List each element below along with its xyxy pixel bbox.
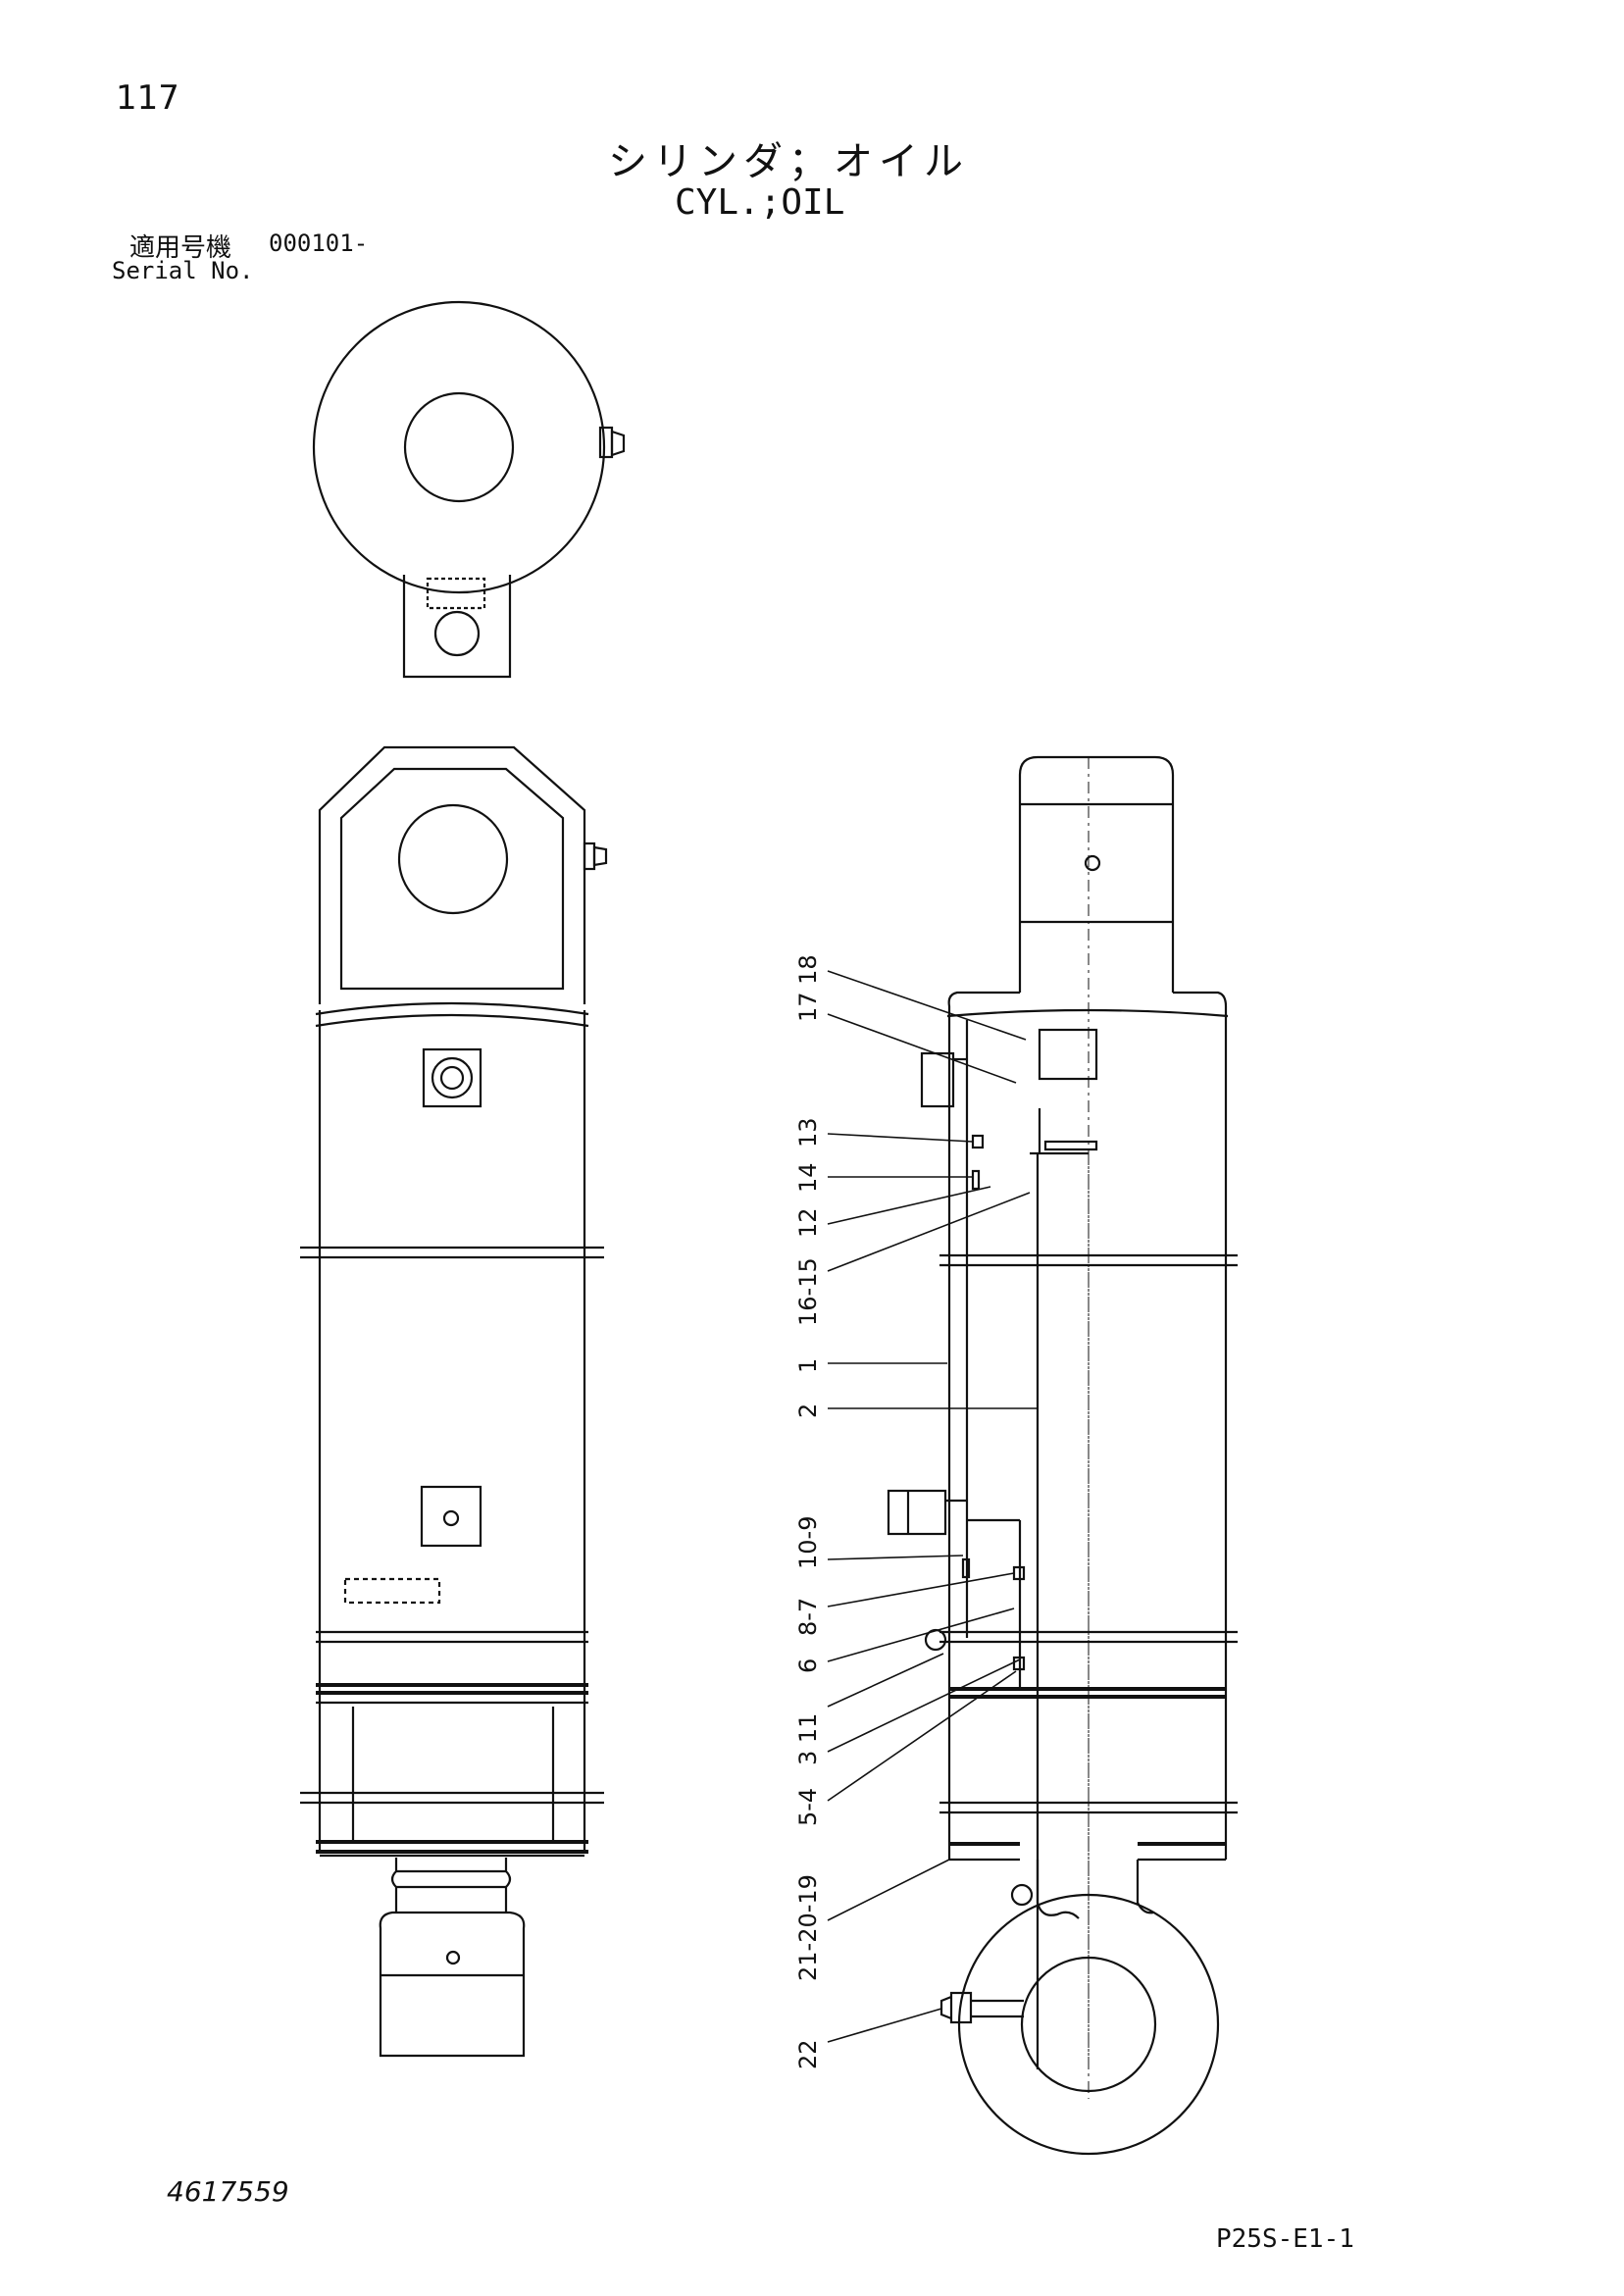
section-rod-nut xyxy=(1010,1883,1034,1907)
callout-17-18: 17 18 xyxy=(794,954,822,1022)
section-piston-ring xyxy=(1043,1140,1098,1151)
end-view-fitting xyxy=(610,430,626,457)
leader-21-20-19 xyxy=(827,1859,950,1921)
end-view-outer-circle xyxy=(312,300,606,594)
callout-labels: 17 18 13 14 12 16-15 1 2 10-9 8-7 6 3 11… xyxy=(794,954,822,2069)
leader-5-4 xyxy=(827,1670,1017,1802)
side-collar-bottom xyxy=(315,1013,589,1028)
section-lower-port xyxy=(887,1489,947,1536)
section-rod-eye-fitting xyxy=(939,1995,952,2020)
serial-label-english: Serial No. xyxy=(112,257,254,284)
section-shoulder-left xyxy=(947,991,1020,1805)
serial-value: 000101- xyxy=(269,230,369,257)
side-upper-port-ring xyxy=(431,1056,474,1099)
section-view xyxy=(887,755,1238,2156)
side-nameplate xyxy=(343,1577,441,1605)
leader-10-9 xyxy=(827,1555,964,1560)
leader-16-15 xyxy=(827,1192,1031,1272)
side-head-fitting xyxy=(592,845,608,867)
callout-1: 1 xyxy=(794,1358,822,1373)
leader-17-18-b xyxy=(827,1013,1017,1084)
callout-16-15: 16-15 xyxy=(794,1257,822,1326)
side-rod-eye-fitting xyxy=(445,1950,461,1965)
side-lower-port xyxy=(420,1485,482,1548)
section-head-top xyxy=(1018,755,1175,993)
side-head-inner xyxy=(339,767,565,991)
end-view-lug xyxy=(402,575,512,679)
callout-leaders xyxy=(827,970,1038,2043)
leader-3-11 xyxy=(827,1653,944,1708)
section-seal-10-9 xyxy=(961,1557,971,1579)
side-rod-neck-right xyxy=(504,1858,512,1913)
serial-label-japanese: 適用号機 xyxy=(129,233,232,263)
page-number: 117 xyxy=(116,78,179,118)
callout-8-7: 8-7 xyxy=(794,1598,822,1636)
callout-10-9: 10-9 xyxy=(794,1516,822,1569)
callout-3-11: 3 11 xyxy=(794,1713,822,1765)
end-view-lug-pin xyxy=(433,610,481,657)
side-upper-port-hole xyxy=(439,1065,465,1091)
sheet-code: P25S-E1-1 xyxy=(1216,2224,1354,2254)
section-rod-neck-right xyxy=(1136,1860,1154,1914)
section-shoulder-right xyxy=(1173,991,1228,1805)
leader-22 xyxy=(827,2008,942,2043)
title-japanese: シリンダ；オイル xyxy=(608,139,969,184)
part-number: 4617559 xyxy=(167,2175,289,2208)
leader-3-11-b xyxy=(827,1658,1021,1753)
section-seal-13 xyxy=(971,1134,985,1149)
side-rod-neck-left xyxy=(390,1858,398,1913)
callout-5-4: 5-4 xyxy=(794,1788,822,1826)
leader-6 xyxy=(827,1607,1015,1662)
callout-22: 22 xyxy=(794,2039,822,2069)
callout-12: 12 xyxy=(794,1207,822,1238)
side-view xyxy=(300,745,608,2058)
section-rod-eye-bore xyxy=(1020,1956,1157,2093)
callout-21-20-19: 21-20-19 xyxy=(794,1874,822,1981)
side-head-fitting-base xyxy=(583,842,596,871)
section-seal-5-4 xyxy=(1012,1656,1026,1671)
leader-13 xyxy=(827,1133,974,1143)
section-collar xyxy=(946,1008,1229,1018)
side-head-pin-hole xyxy=(397,803,509,915)
side-lower-port-hole xyxy=(442,1509,460,1527)
end-view xyxy=(312,300,626,679)
side-head-outline xyxy=(318,745,586,1004)
callout-2: 2 xyxy=(794,1403,822,1418)
end-view-fitting-base xyxy=(598,426,614,459)
side-upper-port-outer xyxy=(422,1047,482,1108)
section-rod-eye-outer xyxy=(957,1893,1220,2156)
section-head-pin xyxy=(1084,854,1101,872)
section-cushion xyxy=(1038,1028,1098,1081)
side-rod-eye-block xyxy=(379,1911,526,2058)
callout-6: 6 xyxy=(794,1658,822,1673)
side-collar-top xyxy=(315,1001,589,1016)
section-rod-eye-fitting-base xyxy=(949,1991,973,2024)
callout-14: 14 xyxy=(794,1162,822,1193)
end-view-bore-circle xyxy=(403,391,515,503)
section-rod-neck xyxy=(1036,1860,1080,1919)
leader-17-18-a xyxy=(827,970,1027,1041)
title-english: CYL.;OIL xyxy=(675,182,845,223)
leader-12 xyxy=(827,1186,991,1225)
leader-8-7 xyxy=(827,1572,1015,1607)
callout-13: 13 xyxy=(794,1117,822,1148)
end-view-lug-hidden xyxy=(426,577,486,610)
section-seal-14 xyxy=(971,1169,981,1191)
